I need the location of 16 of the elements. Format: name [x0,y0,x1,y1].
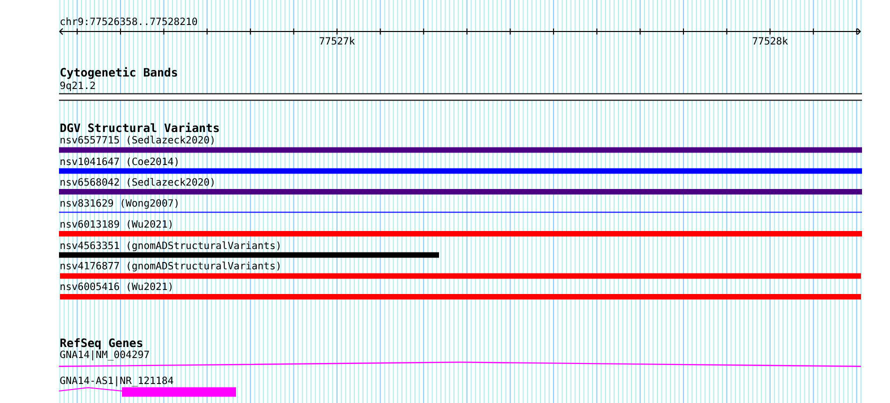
feature-label: nsv1041647 (Coe2014) [60,157,178,166]
feature-label: GNA14|NM_004297 [60,350,149,360]
ruler-label: chr9:77526358..77528210 [60,17,197,26]
feature-label: nsv6013189 (Wu2021) [60,220,172,229]
tick-label: 77527k [320,36,355,45]
feature-label: nsv6005416 (Wu2021) [60,282,172,292]
track-title: DGV Structural Variants [60,122,219,132]
feature-label: nsv4563351 (gnomADStructuralVariants) [60,241,280,252]
track-title: Cytogenetic Bands [60,67,178,79]
feature-label: nsv6568042 (Sedlazeck2020) [60,178,214,187]
tick-label: 77528k [752,36,788,45]
feature-label: nsv6557715 (Sedlazeck2020) [60,136,214,145]
feature-label: nsv4176877 (gnomADStructuralVariants) [60,262,280,272]
feature-label: nsv831629 (Wong2007) [60,199,178,209]
feature-label: 9q21.2 [60,82,95,92]
feature-label: GNA14-AS1|NR_121184 [60,376,174,386]
